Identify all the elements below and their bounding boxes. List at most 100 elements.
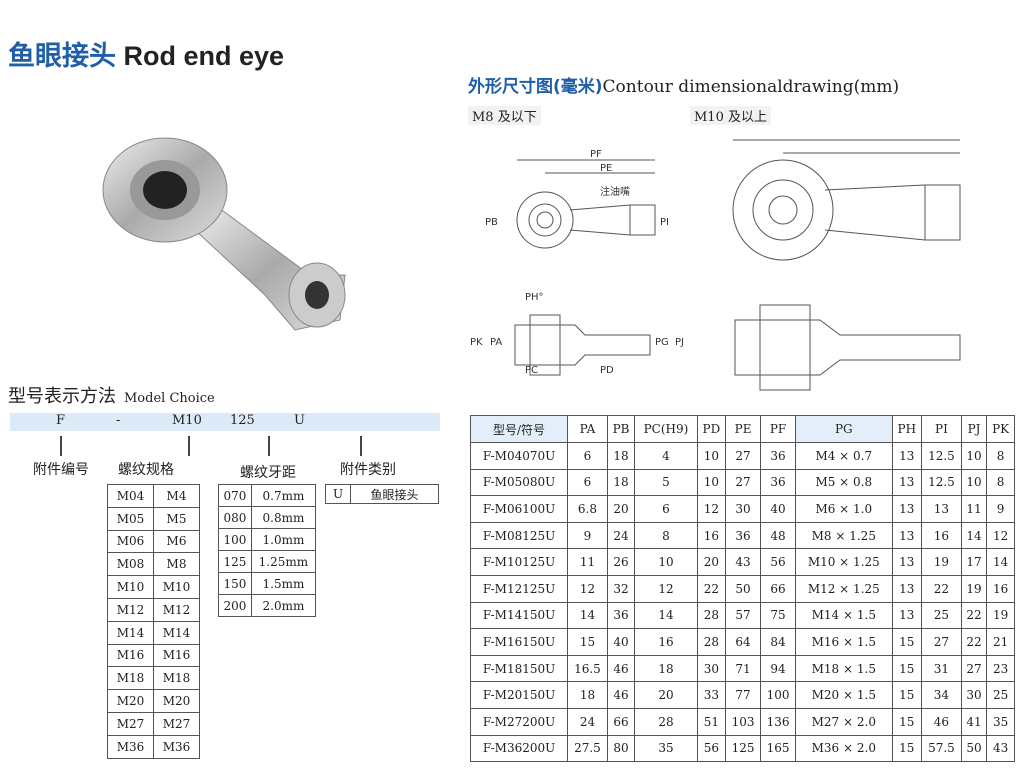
cell: 57.5 [921,734,962,763]
label-thread-pitch: 螺纹牙距 [240,465,296,481]
code-prefix: F [56,413,66,428]
cell: 12.5 [921,442,962,470]
cell: 32 [606,574,636,603]
cell: F-M08125U [469,521,569,550]
cell: 10 [960,468,988,497]
cell: 46 [606,681,636,709]
cell: 14 [634,601,698,630]
cell: 46 [921,707,962,736]
cell: 18 [606,442,636,470]
column-header: PA [567,415,608,443]
cell: 8 [634,521,698,550]
connector-line [188,436,190,456]
cell: M5 [153,506,200,531]
cell: 21 [986,628,1015,656]
cell: M5 × 0.8 [795,468,893,497]
cell: M10 × 1.25 [795,548,893,576]
cell: M04 [107,484,154,508]
cell: 15 [891,681,923,709]
cell: 13 [891,521,923,550]
cell: 12 [567,574,608,603]
cell: 77 [725,681,762,709]
cell: 16 [696,521,727,550]
cell: 18 [634,654,698,683]
column-header: PE [725,415,762,443]
cell: 28 [696,628,727,656]
cell: F-M27200U [469,707,569,736]
drawing-title: 外形尺寸图(毫米)Contour dimensionaldrawing(mm) [468,77,900,97]
cell: M27 × 2.0 [795,707,893,736]
cell: 31 [921,654,962,683]
pd-label: PD [600,365,614,376]
cell: 15 [891,707,923,736]
cell: F-M06100U [469,495,569,523]
cell: 16.5 [567,654,608,683]
cell: 13 [891,601,923,630]
model-code-band: F - M10 125 U [10,413,440,431]
column-header: PF [760,415,797,443]
label-accessory-type: 附件类别 [340,462,396,478]
cell: 11 [960,495,988,523]
cell: F-M04070U [469,442,569,470]
type-code: U [324,484,352,504]
cell: M20 × 1.5 [795,681,893,709]
pa-label: PA [490,337,502,348]
cell: 41 [960,707,988,736]
cell: 13 [891,468,923,497]
pi-label: PI [660,217,669,228]
cell: 35 [986,707,1015,736]
cell: M6 [153,529,200,554]
cell: M8 [153,552,200,577]
cell: 46 [606,654,636,683]
code-pitch: 125 [230,413,255,428]
column-header: PG [795,415,893,443]
cell: 100 [760,681,797,709]
pk-label: PK [470,337,483,348]
cell: 27 [960,654,988,683]
code-dash: - [116,413,121,428]
cell: 94 [760,654,797,683]
cell: 125 [218,550,252,573]
small-size-label: M8 及以下 [468,106,541,125]
cell: M16 × 1.5 [795,628,893,656]
cell: 070 [218,484,252,507]
cell: 14 [567,601,608,630]
pg-label: PG [655,337,669,348]
pc-label: PC [525,365,538,376]
cell: 75 [760,601,797,630]
cell: 27 [725,442,762,470]
cell: 6 [634,495,698,523]
cell: 20 [634,681,698,709]
cell: F-M16150U [469,628,569,656]
cell: 165 [760,734,797,763]
cell: 11 [567,548,608,576]
column-header: PD [696,415,727,443]
cell: 15 [891,654,923,683]
cell: 36 [760,442,797,470]
cell: 33 [696,681,727,709]
cell: 57 [725,601,762,630]
cell: 36 [606,601,636,630]
cell: 13 [891,442,923,470]
cell: M16 [107,643,154,668]
cell: 8 [986,442,1015,470]
cell: 40 [760,495,797,523]
cell: M16 [153,643,200,668]
cell: M36 × 2.0 [795,734,893,763]
cell: M20 [107,689,154,713]
cell: 150 [218,572,252,595]
cell: 19 [921,548,962,576]
cell: 43 [986,734,1015,763]
cell: 9 [986,495,1015,523]
cell: 34 [921,681,962,709]
cell: F-M10125U [469,548,569,576]
